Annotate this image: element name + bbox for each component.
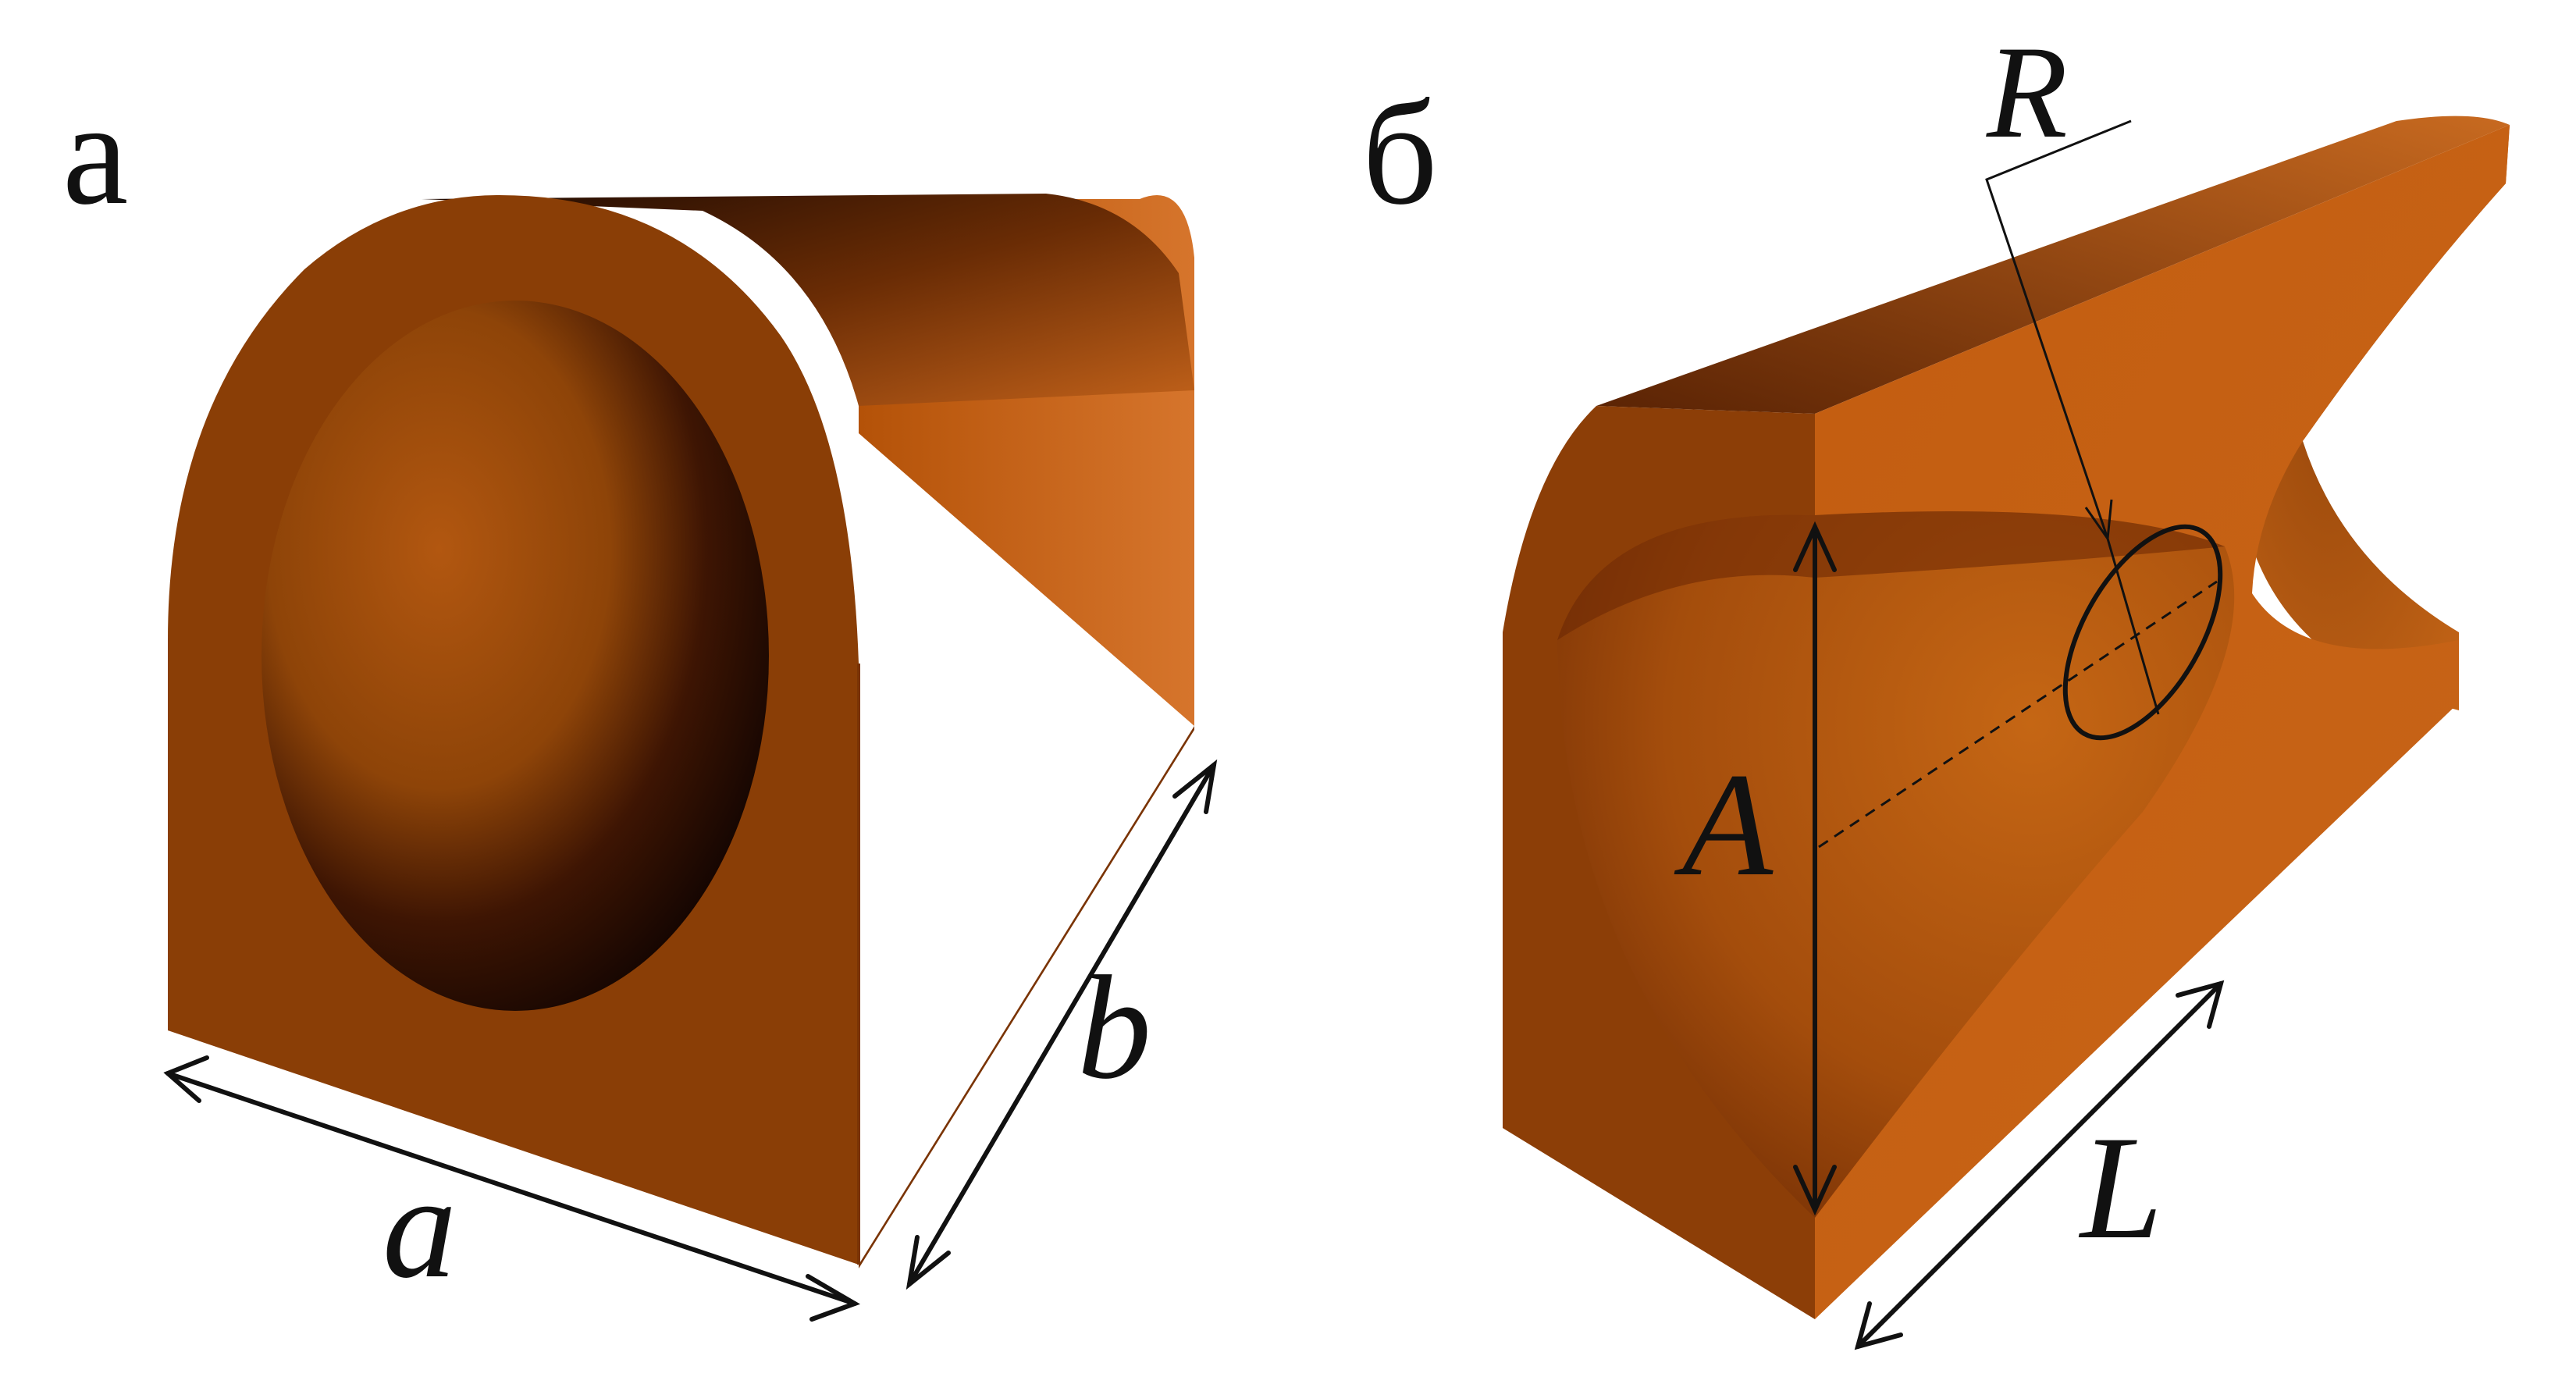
dimension-label-A: A: [1674, 743, 1774, 907]
panel-b-top-surface: [1596, 116, 2510, 415]
panel-a: [163, 194, 1218, 1322]
panel-b-end-face: [2252, 125, 2510, 710]
dimension-label-L: L: [2078, 1106, 2163, 1270]
dimension-label-b: b: [1077, 946, 1151, 1110]
panel-b-radius-line: [2106, 538, 2160, 715]
dimension-arrow-L: [1854, 980, 2225, 1350]
panel-b-axis-dashed: [1818, 580, 2218, 849]
panel-b-radius-circle: [2062, 524, 2223, 741]
panel-label-a: а: [62, 72, 128, 236]
dimension-arrow-b: [906, 759, 1218, 1290]
panel-b: [1503, 116, 2510, 1350]
dimension-arrow-a: [163, 1055, 861, 1322]
dimension-label-a: a: [382, 1145, 457, 1309]
dimension-arrow-A: [1793, 521, 1837, 1216]
leader-R: [1985, 119, 2132, 543]
panel-a-side-bottom: [859, 726, 1194, 1268]
panel-label-b: б: [1362, 72, 1438, 236]
panel-a-top-surface: [422, 194, 1194, 406]
panel-a-cavity: [262, 301, 769, 1011]
dimension-label-R: R: [1986, 19, 2068, 165]
panel-b-cavity-shadow: [1557, 511, 2225, 640]
